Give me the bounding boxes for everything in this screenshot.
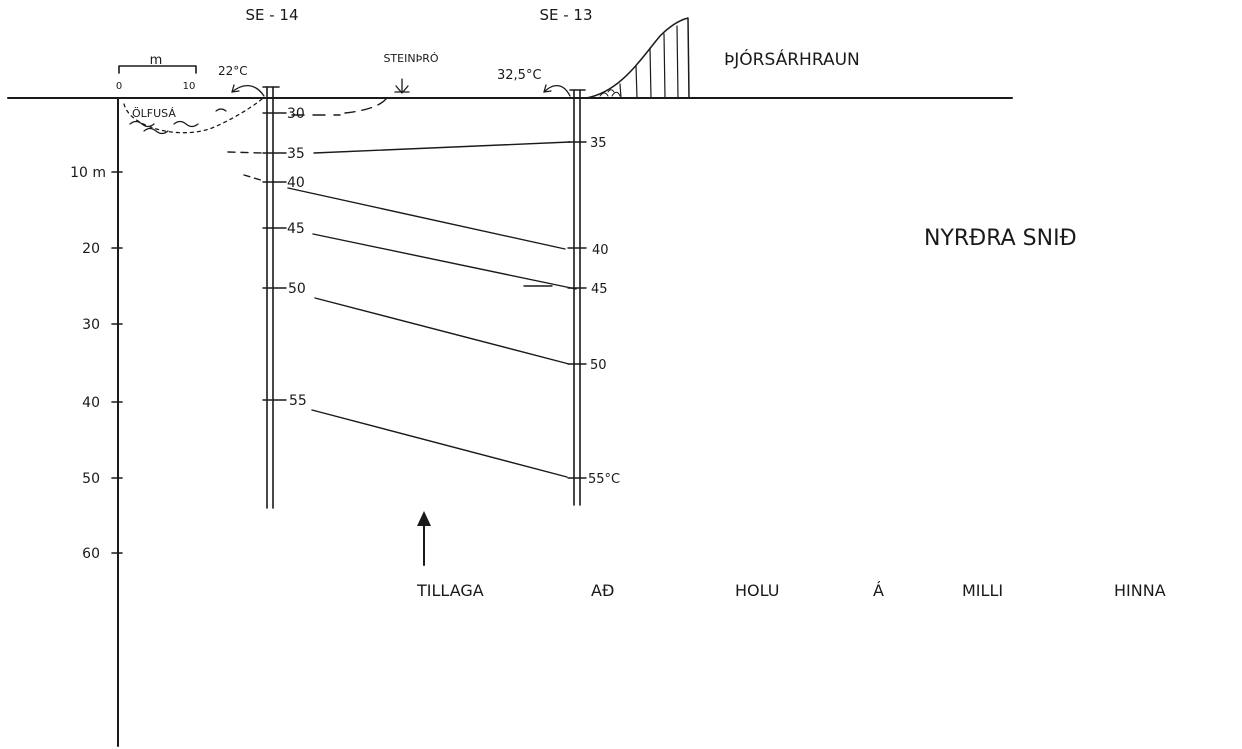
temp-marks-se-14: 30 35 40 45 50 55	[287, 106, 307, 409]
stone-dam-symbol	[394, 78, 410, 94]
borehole-ticks-se-14	[262, 112, 287, 401]
proposal-word: AÐ	[591, 581, 614, 600]
isotherm-40-left	[243, 174, 265, 182]
isotherm-40	[287, 187, 566, 250]
depth-axis-ticks	[111, 171, 123, 554]
proposal-arrow-head	[417, 511, 431, 526]
depth-tick-label: 40	[82, 395, 100, 411]
stone-dam: STEINÞRÓ	[383, 52, 439, 94]
river-label: ÖLFUSÁ	[132, 107, 176, 120]
scale-bar-tick-10: 10	[183, 81, 196, 92]
temp-marks-se-13: 35 40 45 50 55°C	[588, 136, 620, 487]
lava-label: ÞJÓRSÁRHRAUN	[724, 48, 860, 70]
temp-mark: 55	[289, 393, 307, 409]
stone-dam-label: STEINÞRÓ	[383, 52, 438, 65]
temp-mark: 40	[287, 175, 305, 191]
temp-mark: 50	[288, 281, 306, 297]
depth-tick-label: 60	[82, 546, 100, 562]
proposal-word: HINNA	[1114, 581, 1166, 600]
proposal-word: TILLAGA	[416, 581, 484, 600]
isotherm-45	[312, 233, 577, 290]
isotherm-50	[314, 297, 570, 365]
proposal-word: Á	[873, 581, 884, 600]
borehole-se-14: SE - 14 22°C 30 35 40 45 50 55	[218, 6, 307, 509]
scale-bar-unit: m	[150, 53, 163, 68]
surface-temp-se-13: 32,5°C	[497, 68, 542, 83]
isotherm-30-tail	[344, 98, 387, 114]
proposal: TILLAGA AÐ HOLU Á MILLI HINNA	[416, 511, 1166, 600]
isotherm-lines	[227, 98, 577, 478]
depth-tick-label: 50	[82, 471, 100, 487]
temp-mark: 30	[287, 106, 305, 122]
borehole-name-se-14: SE - 14	[245, 6, 298, 24]
proposal-word: HOLU	[735, 581, 779, 600]
depth-tick-label: 10 m	[70, 165, 106, 181]
temp-mark: 45	[287, 221, 305, 237]
section-title: NYRÐRA SNIÐ	[924, 226, 1077, 251]
proposal-word: MILLI	[962, 581, 1003, 600]
isotherm-35	[313, 141, 571, 154]
depth-tick-label: 30	[82, 317, 100, 333]
temp-mark: 50	[590, 358, 607, 373]
scale-bar: m 0 10	[116, 53, 197, 92]
isotherm-35-left	[227, 151, 263, 154]
borehole-name-se-13: SE - 13	[539, 6, 592, 24]
temp-mark: 45	[591, 282, 608, 297]
scale-bar-tick-0: 0	[116, 81, 122, 92]
river-olfusa: ÖLFUSÁ	[123, 98, 263, 135]
depth-tick-label: 20	[82, 241, 100, 257]
temp-mark: 55°C	[588, 472, 620, 487]
borehole-ticks-se-13	[567, 141, 587, 479]
depth-axis-labels: 10 m 20 30 40 50 60	[70, 165, 106, 562]
temp-mark: 35	[590, 136, 607, 151]
borehole-se-13: SE - 13 32,5°C 35 40 45 50 55°C	[497, 6, 620, 506]
temp-mark: 35	[287, 146, 305, 162]
lava-flow: ÞJÓRSÁRHRAUN	[585, 17, 860, 99]
temp-mark: 40	[592, 243, 609, 258]
isotherm-55	[311, 409, 568, 478]
surface-temp-se-14: 22°C	[218, 64, 248, 78]
